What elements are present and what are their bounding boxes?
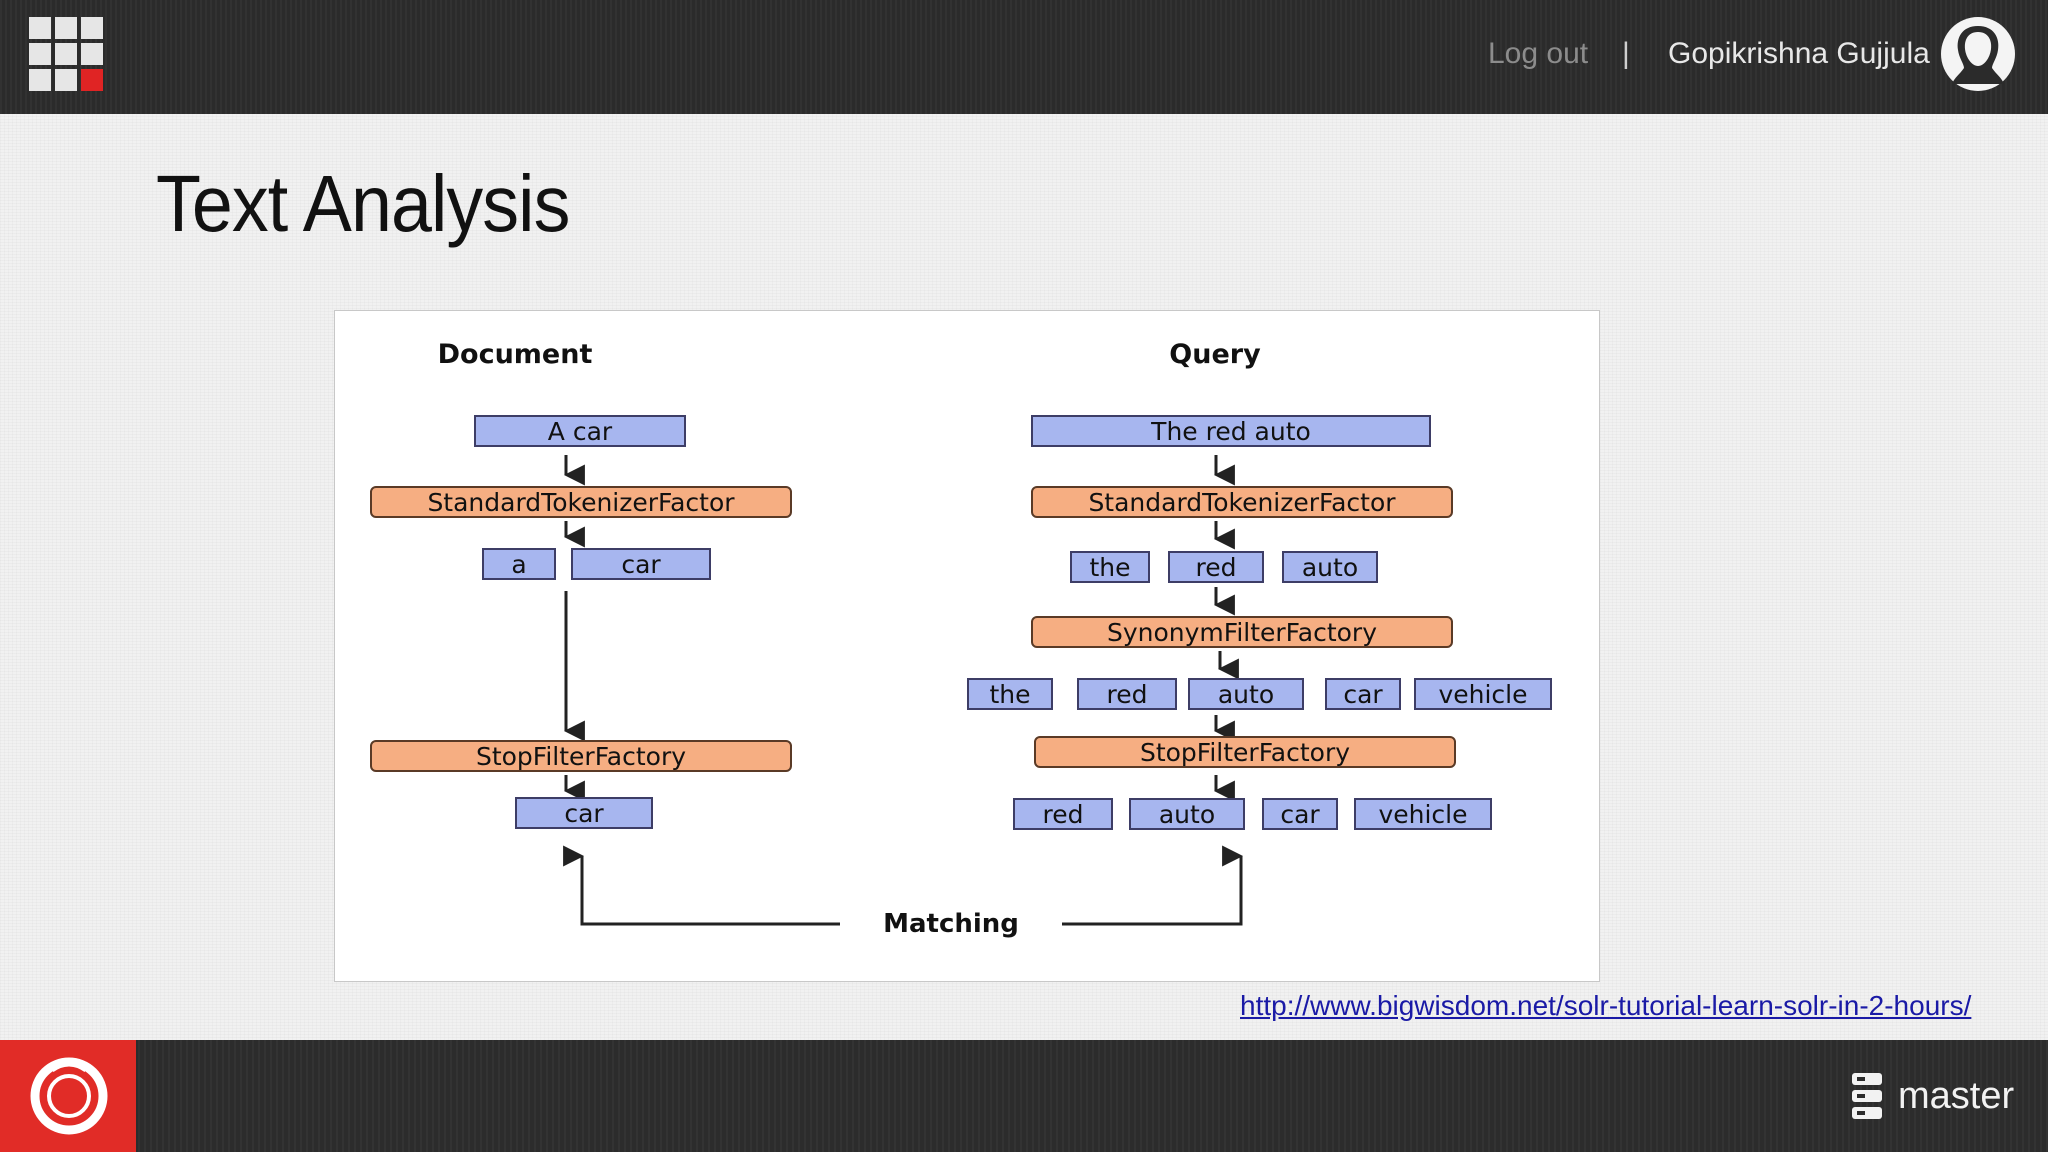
query-output-car: car	[1262, 798, 1338, 830]
doc-output-car: car	[515, 797, 653, 829]
doc-token-a: a	[482, 548, 556, 580]
query-token-red: red	[1168, 551, 1264, 583]
header-separator: |	[1622, 37, 1630, 70]
page-title: Text Analysis	[156, 159, 570, 248]
brand-tile[interactable]	[0, 1040, 136, 1152]
query-stopfilter-box: StopFilterFactory	[1034, 736, 1456, 768]
matching-connector-left	[563, 845, 840, 926]
query-heading: Query	[1169, 339, 1261, 370]
diagram-connectors	[563, 455, 1244, 926]
query-output-red: red	[1013, 798, 1113, 830]
top-bar: Log out | Gopikrishna Gujjula	[0, 0, 2048, 114]
analysis-diagram: Document A car StandardTokenizerFactor a…	[334, 310, 1600, 982]
query-output-auto: auto	[1129, 798, 1245, 830]
query-synonym-box: SynonymFilterFactory	[1031, 616, 1453, 648]
matching-label: Matching	[851, 909, 1051, 939]
query-output-vehicle: vehicle	[1354, 798, 1492, 830]
synonym-token-auto: auto	[1188, 678, 1304, 710]
query-tokenizer-box: StandardTokenizerFactor	[1031, 486, 1453, 518]
source-link[interactable]: http://www.bigwisdom.net/solr-tutorial-l…	[1240, 990, 1972, 1021]
master-icon	[1852, 1073, 1882, 1119]
logout-link[interactable]: Log out	[1488, 37, 1589, 70]
doc-tokenizer-box: StandardTokenizerFactor	[370, 486, 792, 518]
matching-connector-right	[1062, 845, 1244, 926]
doc-token-car: car	[571, 548, 711, 580]
synonym-token-the: the	[967, 678, 1053, 710]
master-label: master	[1898, 1074, 2015, 1117]
synonym-token-car: car	[1325, 678, 1401, 710]
brand-logo-icon	[30, 1057, 108, 1135]
query-input-box: The red auto	[1031, 415, 1431, 447]
synonym-token-vehicle: vehicle	[1414, 678, 1552, 710]
user-avatar-icon[interactable]	[1940, 16, 2016, 92]
query-token-the: the	[1070, 551, 1150, 583]
user-name[interactable]: Gopikrishna Gujjula	[1668, 37, 1930, 70]
doc-stopfilter-box: StopFilterFactory	[370, 740, 792, 772]
doc-input-box: A car	[474, 415, 686, 447]
master-brand: master	[1848, 1068, 2014, 1124]
query-token-auto: auto	[1282, 551, 1378, 583]
synonym-token-red: red	[1077, 678, 1177, 710]
bottom-bar: master	[0, 1040, 2048, 1152]
document-heading: Document	[437, 339, 593, 370]
grid-menu-icon[interactable]	[29, 17, 103, 93]
